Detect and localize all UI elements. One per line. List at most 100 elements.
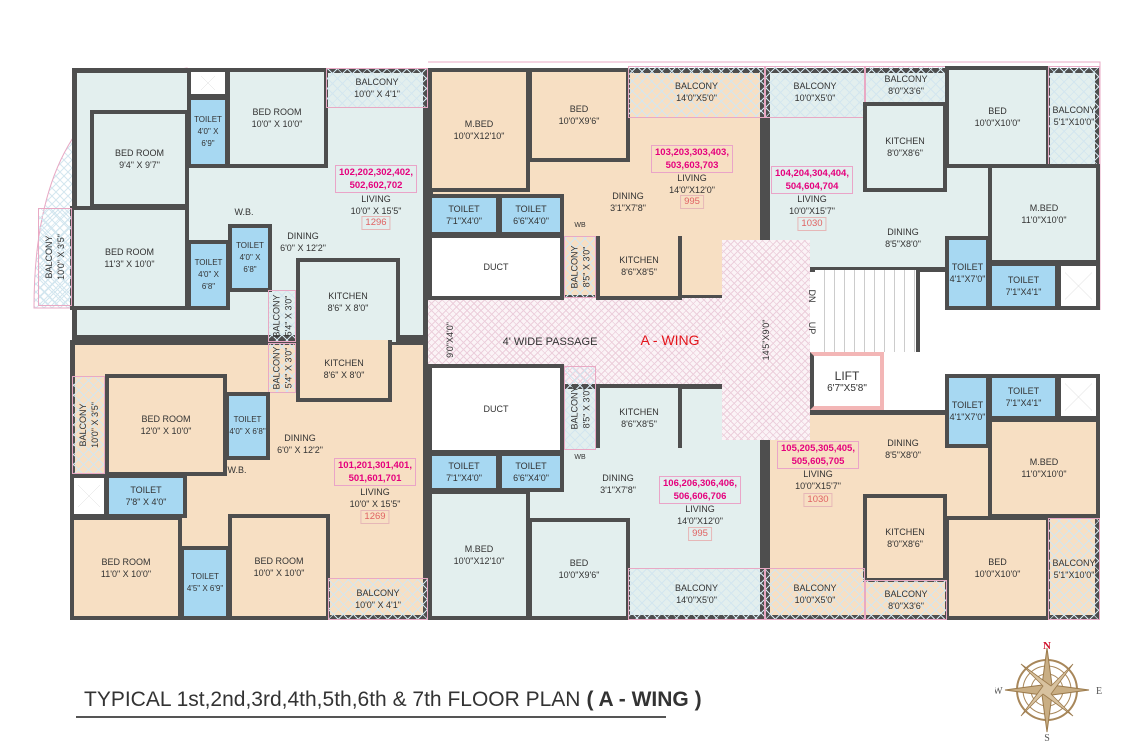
lobby-left-size: 9'0"X4'0" xyxy=(445,322,455,358)
label: 101,201,301,401, xyxy=(338,460,412,471)
room-size: 4'1"X7'0" xyxy=(949,412,986,422)
wash-basin-label: WB xyxy=(574,454,586,461)
wing-label: A - WING xyxy=(640,332,700,348)
room-size: 7'1"X4'1" xyxy=(1005,287,1042,297)
room-size: 11'0"X10'0" xyxy=(1021,215,1067,225)
room-name: BALCONY xyxy=(271,294,282,338)
label: 105,205,305,405, xyxy=(781,443,855,454)
room-size: 10'0" X 4'1" xyxy=(355,600,401,610)
room-name: BED ROOM xyxy=(101,557,151,567)
room-size: 4'0" X 6'8" xyxy=(239,253,261,274)
flat-numbers: 106,206,306,406,506,606,706 xyxy=(659,476,741,504)
room-size: 14'0"X5'0" xyxy=(676,595,717,605)
room-name: TOILET xyxy=(236,241,264,250)
room-size: 4'0" X 6'8" xyxy=(198,270,219,291)
room-size: 7'1"X4'1" xyxy=(1005,398,1042,408)
room-size: 7'1"X4'0" xyxy=(446,473,482,483)
room-size: 10'0"X10'0" xyxy=(974,569,1021,579)
room-name: BALCONY xyxy=(674,81,718,91)
bedroom: BED 10'0"X9'6" xyxy=(528,518,630,620)
room-size: 10'0" X 3'5" xyxy=(56,234,67,280)
room-size: 14'0"X5'0" xyxy=(676,93,717,103)
shaft xyxy=(187,68,229,98)
room-size: 8'6"X8'5" xyxy=(621,419,657,429)
room-size: 11'0"X10'0" xyxy=(1021,469,1067,479)
master-bedroom: M.BED 10'0"X12'10" xyxy=(428,490,530,620)
room-name: BED ROOM xyxy=(141,414,191,424)
room-name: BALCONY xyxy=(674,583,718,593)
room-size: 11'3" X 10'0" xyxy=(104,259,155,269)
room-size: 6'6"X4'0" xyxy=(513,473,549,483)
room-size: 10'0" X 10'0" xyxy=(253,568,305,578)
room-size: 10'0"X9'6" xyxy=(558,570,600,580)
room-size: 8'5" X 3'0" xyxy=(581,246,592,288)
carpet-area: 995 xyxy=(680,195,704,209)
carpet-area: 1030 xyxy=(803,493,833,507)
room-name: M.BED xyxy=(464,544,494,554)
room-size: 10'0"X5'0" xyxy=(794,93,836,103)
room-name: BALCONY xyxy=(77,403,88,447)
room-name: KITCHEN xyxy=(885,136,925,146)
room-size: 8'6" X 8'0" xyxy=(327,303,369,313)
room-size: 5'1"X10'0" xyxy=(1053,117,1095,127)
label: 104,204,304,404, xyxy=(775,168,849,179)
room-name: BED xyxy=(569,558,589,568)
room-name: TOILET xyxy=(515,461,547,471)
kitchen: KITCHEN 8'0"X8'6" xyxy=(863,102,947,192)
room-size: 5'4" X 3'0" xyxy=(283,347,294,389)
shaft xyxy=(1057,374,1100,420)
room-name: TOILET xyxy=(191,572,219,581)
room-name: TOILET xyxy=(448,204,480,214)
room-name: BED xyxy=(988,106,1007,116)
room-name: KITCHEN xyxy=(619,255,659,265)
shaft xyxy=(70,474,108,518)
room-size: 10'0"X5'0" xyxy=(794,595,836,605)
room-name: BED ROOM xyxy=(114,148,164,158)
room-name: M.BED xyxy=(464,119,494,129)
room-size: 10'0"X12'10" xyxy=(453,556,505,566)
room-name: M.BED xyxy=(1029,457,1059,467)
room-size: 11'0" X 10'0" xyxy=(100,569,152,579)
room-size: 8'0"X8'6" xyxy=(887,148,923,158)
room-name: BED ROOM xyxy=(254,556,304,566)
room-name: BALCONY xyxy=(1052,558,1096,568)
staircase[interactable] xyxy=(815,270,920,352)
room-name: TOILET xyxy=(194,115,222,124)
compass-rose-icon: N S E W xyxy=(995,640,1102,743)
toilet: TOILET 7'1"X4'1" xyxy=(988,374,1059,420)
room-name: TOILET xyxy=(1007,386,1040,396)
compass-n: N xyxy=(1043,640,1051,652)
carpet-area: 1296 xyxy=(361,216,391,230)
room-size: 10'0"X12'10" xyxy=(453,131,505,141)
room-name: BALCONY xyxy=(569,386,580,430)
room-size: 8'0"X3'6" xyxy=(888,86,924,96)
room-name: KITCHEN xyxy=(328,291,368,301)
room-name: TOILET xyxy=(1007,275,1040,285)
room-size: 8'0"X8'6" xyxy=(887,539,923,549)
lift[interactable]: LIFT 6'7"X5'8" xyxy=(810,352,884,410)
room-name: BALCONY xyxy=(793,81,837,91)
room-name: BALCONY xyxy=(569,245,580,289)
room-name: BALCONY xyxy=(884,74,928,84)
shaft xyxy=(1057,262,1100,310)
